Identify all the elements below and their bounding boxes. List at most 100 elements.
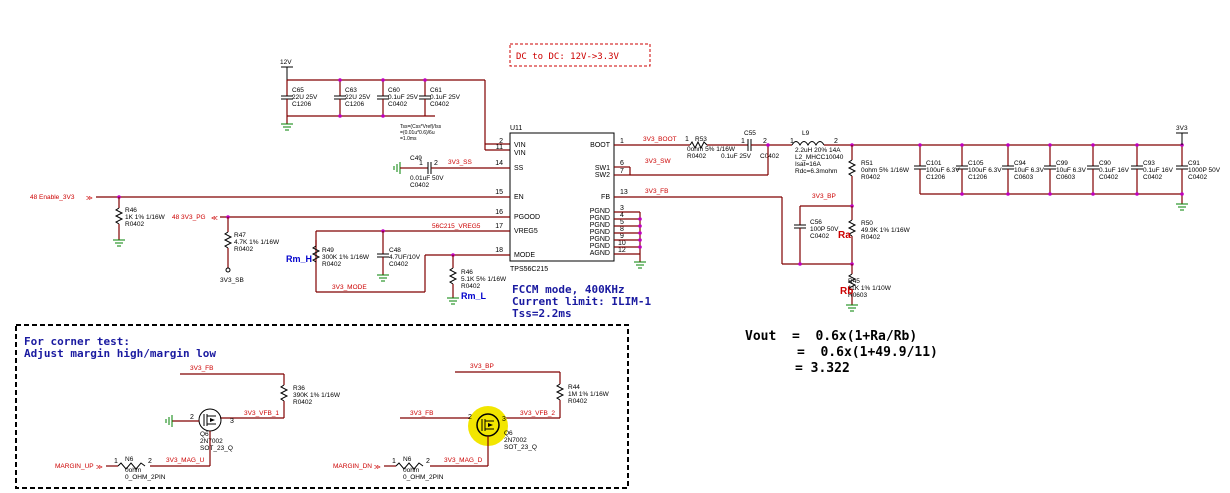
svg-text:C55: C55 bbox=[744, 130, 756, 137]
svg-text:14: 14 bbox=[495, 160, 503, 167]
svg-text:0ohm: 0ohm bbox=[403, 467, 419, 474]
net-pg: 48 3V3_PG bbox=[172, 214, 206, 221]
net-mag-u: 3V3_MAG_U bbox=[166, 457, 205, 464]
svg-text:VIN: VIN bbox=[514, 142, 526, 149]
svg-text:PGND: PGND bbox=[590, 208, 610, 215]
svg-text:C0402: C0402 bbox=[1188, 174, 1208, 181]
title-box bbox=[509, 43, 651, 67]
svg-text:C65: C65 bbox=[292, 87, 304, 94]
svg-text:0.01uF 50V: 0.01uF 50V bbox=[410, 175, 444, 182]
svg-text:PGND: PGND bbox=[590, 236, 610, 243]
cap-c56: C56 100P 50V C0402 bbox=[794, 206, 839, 264]
ground-symbol-ss bbox=[393, 162, 412, 174]
resistor-r44: R44 1M 1% 1/16W R0402 bbox=[555, 383, 610, 418]
svg-text:SS: SS bbox=[514, 165, 524, 172]
svg-text:Q6: Q6 bbox=[504, 430, 513, 437]
svg-text:6: 6 bbox=[620, 160, 624, 167]
corner-title-line1: For corner test: bbox=[24, 335, 130, 348]
resistor-r51: R51 0ohm 5% 1/16W R0402 bbox=[847, 145, 910, 206]
svg-text:VIN: VIN bbox=[514, 150, 526, 157]
svg-text:R53: R53 bbox=[695, 136, 707, 143]
input-cap-c63: C63 22U 25V C1206 bbox=[334, 80, 371, 116]
sb-terminal bbox=[225, 267, 231, 273]
svg-text:SOT_23_Q: SOT_23_Q bbox=[504, 444, 537, 451]
svg-text:2: 2 bbox=[148, 458, 152, 465]
svg-text:C0603: C0603 bbox=[1056, 174, 1076, 181]
svg-text:11K 1% 1/10W: 11K 1% 1/10W bbox=[848, 285, 892, 292]
svg-text:SW2: SW2 bbox=[595, 172, 610, 179]
ss-note-line1: Tss=(Css*Vref)/Iss bbox=[400, 124, 442, 130]
svg-text:C91: C91 bbox=[1188, 160, 1200, 167]
input-cap-c61: C61 0.1uF 25V C0402 bbox=[419, 80, 461, 116]
svg-text:C0402: C0402 bbox=[1143, 174, 1163, 181]
svg-text:1: 1 bbox=[392, 458, 396, 465]
svg-text:R0402: R0402 bbox=[687, 153, 707, 160]
svg-text:12: 12 bbox=[618, 247, 626, 254]
net-bp: 3V3_BP bbox=[812, 193, 836, 200]
svg-text:C101: C101 bbox=[926, 160, 942, 167]
svg-text:C0402: C0402 bbox=[760, 153, 780, 160]
svg-text:10uF 6.3V: 10uF 6.3V bbox=[1056, 167, 1087, 174]
svg-text:0.1uF 25V: 0.1uF 25V bbox=[430, 94, 461, 101]
svg-text:C99: C99 bbox=[1056, 160, 1068, 167]
svg-text:3: 3 bbox=[502, 416, 506, 423]
svg-text:9: 9 bbox=[620, 233, 624, 240]
svg-text:11: 11 bbox=[496, 144, 503, 151]
ground-symbol-r46-mode bbox=[447, 297, 459, 305]
svg-text:C0402: C0402 bbox=[1099, 174, 1119, 181]
svg-text:3V3: 3V3 bbox=[1176, 125, 1188, 132]
resistor-r49: R49 300K 1% 1/16W R0402 bbox=[311, 240, 370, 268]
cap-c48: C48 4.7UF/10V C0402 bbox=[377, 231, 421, 275]
svg-text:10: 10 bbox=[618, 240, 626, 247]
mosfet-q6-right: 32 Q6 2N7002 SOT_23_Q bbox=[468, 413, 537, 451]
svg-text:0.1uF 16V: 0.1uF 16V bbox=[1099, 167, 1130, 174]
svg-text:R44: R44 bbox=[568, 384, 580, 391]
svg-text:3: 3 bbox=[230, 418, 234, 425]
svg-text:13: 13 bbox=[620, 189, 628, 196]
svg-text:R0402: R0402 bbox=[568, 398, 588, 405]
svg-text:C0402: C0402 bbox=[388, 101, 408, 108]
mode-note-line2: Current limit: ILIM-1 bbox=[512, 295, 651, 308]
ss-note-line3: =1.0ms bbox=[400, 136, 417, 142]
svg-text:0_OHM_2PIN: 0_OHM_2PIN bbox=[125, 474, 166, 481]
label-rm-l: Rm_L bbox=[461, 291, 487, 301]
svg-text:BOOT: BOOT bbox=[590, 142, 611, 149]
svg-text:0_OHM_2PIN: 0_OHM_2PIN bbox=[403, 474, 444, 481]
resistor-r53: 1 R53 0ohm 5% 1/16W R0402 bbox=[685, 136, 748, 160]
svg-text:R0603: R0603 bbox=[848, 292, 868, 299]
svg-text:1: 1 bbox=[419, 160, 423, 167]
svg-text:C0603: C0603 bbox=[1014, 174, 1034, 181]
svg-text:SOT_23_Q: SOT_23_Q bbox=[200, 445, 233, 452]
svg-text:C1206: C1206 bbox=[345, 101, 365, 108]
svg-text:C0402: C0402 bbox=[430, 101, 450, 108]
svg-text:PGND: PGND bbox=[590, 215, 610, 222]
net-fb-left: 3V3_FB bbox=[190, 365, 214, 372]
svg-text:L9: L9 bbox=[802, 130, 810, 137]
margin-dn-port: ≫ bbox=[374, 464, 381, 471]
svg-text:17: 17 bbox=[495, 223, 503, 230]
svg-text:R51: R51 bbox=[861, 160, 873, 167]
svg-text:EN: EN bbox=[514, 194, 524, 201]
input-cap-c60: C60 0.1uF 25V C0402 bbox=[377, 80, 419, 116]
svg-text:390K 1% 1/16W: 390K 1% 1/16W bbox=[293, 392, 341, 399]
svg-text:R0402: R0402 bbox=[293, 399, 313, 406]
resistor-r47: R47 4.7K 1% 1/16W R0402 bbox=[223, 217, 280, 268]
svg-text:C56: C56 bbox=[810, 219, 822, 226]
net-vfb2: 3V3_VFB_2 bbox=[520, 410, 555, 417]
net-ss: 3V3_SS bbox=[448, 159, 473, 166]
svg-text:22U 25V: 22U 25V bbox=[345, 94, 371, 101]
svg-text:100uF 6.3V: 100uF 6.3V bbox=[926, 167, 960, 174]
svg-text:16: 16 bbox=[495, 209, 503, 216]
svg-text:C49: C49 bbox=[410, 155, 422, 162]
svg-text:4.7UF/10V: 4.7UF/10V bbox=[389, 254, 421, 261]
svg-text:C1206: C1206 bbox=[292, 101, 312, 108]
svg-text:PGND: PGND bbox=[590, 229, 610, 236]
net-sb: 3V3_SB bbox=[220, 277, 244, 284]
